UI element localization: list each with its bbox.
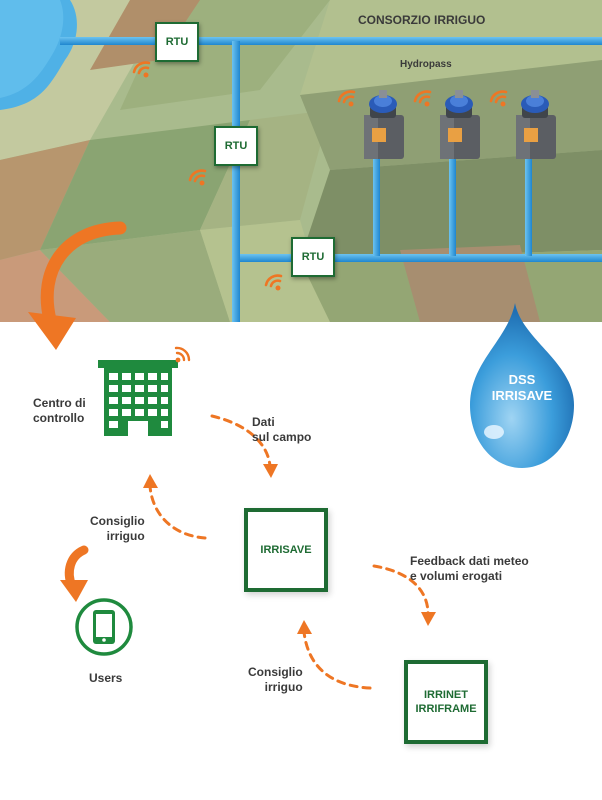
water-pipes (60, 37, 602, 322)
map-to-center-arrow (28, 221, 127, 350)
water-drop-icon (470, 303, 574, 468)
consiglio-label-bottom: Consiglio irriguo (248, 665, 303, 694)
feedback-label: Feedback dati meteo e volumi erogati (410, 554, 529, 583)
hydropass-valve-icon (364, 90, 556, 159)
rtu-box-3: RTU (291, 237, 335, 277)
hydropass-label: Hydropass (400, 59, 452, 70)
phone-icon (75, 598, 133, 656)
rtu-box-2: RTU (214, 126, 258, 166)
consiglio-irrinet-arrow (302, 630, 372, 690)
rtu-box-1: RTU (155, 22, 199, 62)
consiglio-label-left: Consiglio irriguo (90, 514, 145, 543)
users-label: Users (89, 671, 123, 685)
dss-label: DSS IRRISAVE (491, 372, 553, 403)
irrinet-irriframe-box: IRRINET IRRIFRAME (404, 660, 488, 744)
dati-label: Dati sul campo (252, 415, 312, 444)
building-icon (98, 346, 191, 436)
irrisave-box: IRRISAVE (244, 508, 328, 592)
control-center-label: Centro di controllo (33, 396, 86, 425)
consiglio-up-arrow (148, 484, 207, 540)
center-to-users-arrow (60, 545, 89, 602)
wifi-signal-icon (132, 61, 508, 291)
consorzio-title: CONSORZIO IRRIGUO (358, 13, 486, 27)
feedback-arrow (372, 564, 430, 616)
